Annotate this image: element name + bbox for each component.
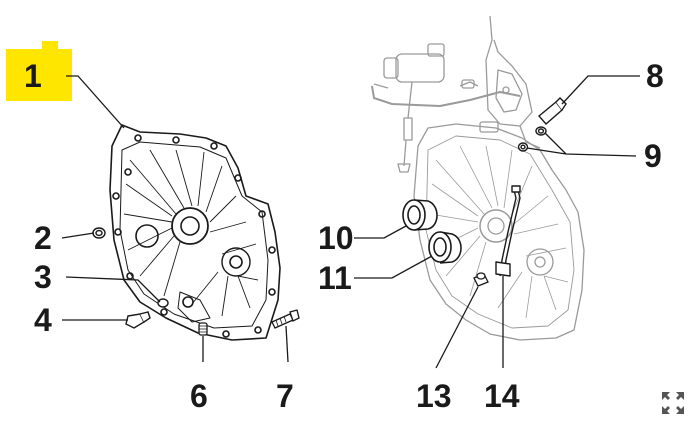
seal-part-10 (402, 199, 438, 231)
washer-part-9 (517, 126, 547, 152)
sensor-part-8 (537, 97, 567, 125)
dipstick-part-14 (495, 185, 521, 277)
plug-part-2 (92, 227, 106, 239)
expand-icon-graphic (662, 392, 684, 414)
callout-3: 3 (34, 259, 52, 295)
callout-1: 1 (24, 58, 42, 94)
callout-2: 2 (34, 220, 52, 256)
dowel-part-6 (198, 322, 208, 336)
callout-7: 7 (276, 378, 294, 414)
seal-part-11 (428, 231, 462, 264)
leader-lines (61, 75, 640, 369)
expand-icon[interactable] (661, 391, 685, 415)
callout-13: 13 (416, 378, 452, 414)
washer-part-3 (157, 298, 169, 308)
bolt-part-7 (271, 309, 300, 329)
callout-11: 11 (318, 260, 352, 296)
selected-part-highlight (6, 41, 72, 101)
callout-9: 9 (644, 138, 662, 174)
callout-8: 8 (646, 58, 664, 94)
screw-part-13 (473, 272, 489, 287)
plug-part-4 (125, 311, 151, 329)
cover-plate (109, 124, 281, 341)
ghost-assembly (371, 15, 585, 341)
callout-14: 14 (484, 378, 520, 414)
callout-6: 6 (190, 378, 208, 414)
callout-4: 4 (34, 302, 52, 338)
callout-10: 10 (318, 220, 354, 256)
